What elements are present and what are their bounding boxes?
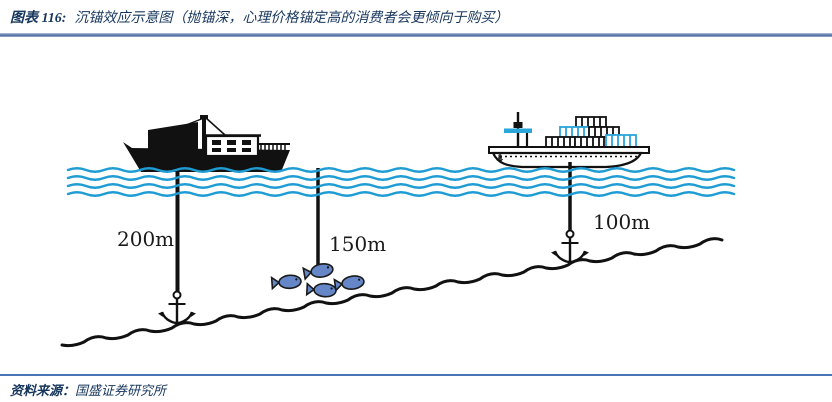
fish-icon bbox=[333, 273, 366, 293]
anchoring-effect-diagram: 200m 150m 100m bbox=[60, 112, 736, 348]
depth-label-middle: 150m bbox=[329, 232, 386, 256]
title-divider bbox=[0, 33, 832, 37]
footer-divider bbox=[0, 374, 832, 376]
cargo-ship-icon bbox=[123, 115, 290, 172]
fish-icon bbox=[270, 273, 303, 291]
fish-icon bbox=[302, 261, 335, 281]
wave-icon bbox=[66, 191, 736, 197]
figure-title: 沉锚效应示意图（抛锚深，心理价格锚定高的消费者会更倾向于购买） bbox=[74, 11, 509, 26]
source-name: 国盛证券研究所 bbox=[75, 383, 167, 398]
figure-number-label: 图表 116: bbox=[10, 11, 67, 26]
figure-header: 图表 116: 沉锚效应示意图（抛锚深，心理价格锚定高的消费者会更倾向于购买） bbox=[10, 7, 820, 27]
anchor-icon-left bbox=[156, 290, 198, 326]
anchor-ropes bbox=[175, 162, 572, 293]
fish-school bbox=[270, 261, 366, 299]
wave-icon bbox=[66, 183, 736, 189]
wave-icon bbox=[66, 175, 736, 181]
water-waves bbox=[66, 167, 736, 197]
depth-label-right: 100m bbox=[593, 210, 650, 234]
seabed-line bbox=[60, 237, 724, 348]
container-ship-icon bbox=[488, 112, 650, 169]
fish-icon bbox=[305, 281, 338, 299]
source-label: 资料来源： bbox=[10, 383, 76, 398]
bow-anchor-mark-icon bbox=[497, 154, 503, 162]
depth-label-left: 200m bbox=[117, 227, 174, 251]
anchor-icon-right bbox=[549, 229, 591, 265]
figure-source: 资料来源：国盛证券研究所 bbox=[10, 380, 166, 399]
